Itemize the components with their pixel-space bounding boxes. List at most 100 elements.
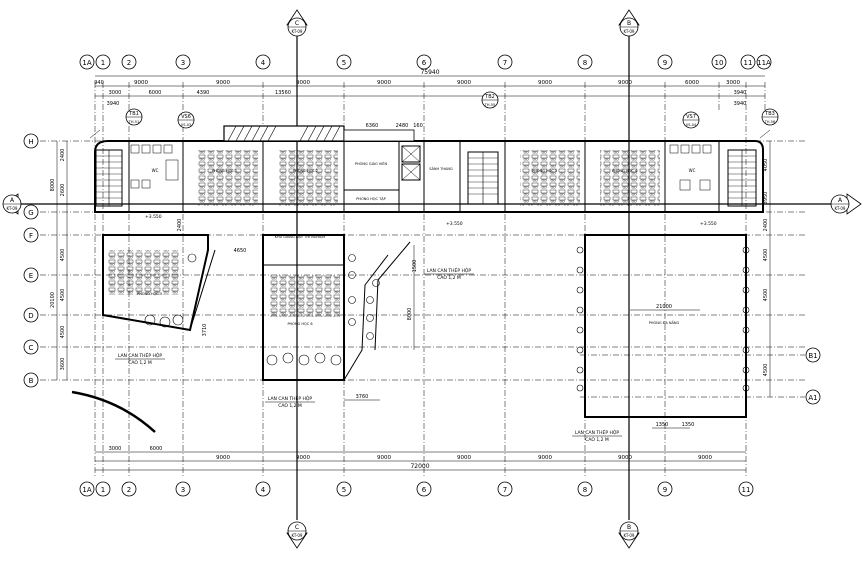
right-dim: 4500: [763, 364, 769, 377]
top-span: 9000: [618, 80, 632, 86]
hatched-roof-block: [223, 125, 345, 142]
tag-vs7: VS7 VS-04: [682, 111, 700, 129]
level-mark: +3.550: [145, 214, 162, 220]
top-span: 9000: [377, 80, 391, 86]
left-dim: 3600: [60, 358, 66, 371]
grid-bubble-label: 1A: [82, 59, 91, 67]
section-letter: A: [10, 197, 15, 204]
bottom-dimensions: 3000 6000 9000 9000 9000 9000 9000 9000 …: [95, 446, 746, 471]
section-marker-c-bottom: C KT-09: [286, 521, 308, 549]
section-letter: A: [838, 197, 843, 204]
grid-bubble-label: 9: [663, 59, 667, 67]
wc-label: WC: [152, 168, 159, 173]
railing-note-3: LAN CAN THÉP HỘP CAO 1,2 M: [424, 266, 474, 281]
level-marks: +3.550 +3.550 +3.550: [145, 214, 717, 227]
stair-left: [95, 149, 123, 207]
classroom-desks: [108, 150, 660, 317]
row-bubbles-right: B1 A1: [805, 347, 821, 405]
room-label: PHÒNG GIÁO VIÊN: [355, 161, 388, 166]
left-dim: 4500: [60, 249, 66, 262]
room-label: PHÒNG HỌC 2: [293, 168, 318, 173]
section-sheet: KT-09: [292, 29, 303, 34]
grid-bubble-label: 8: [583, 59, 587, 67]
room-label: KHU GIẢNG DẠY THÍ NGHIỆM: [275, 234, 326, 239]
grid-bubble-label: D: [28, 312, 33, 320]
left-dim: 4500: [60, 326, 66, 339]
room-label: PHÒNG HỌC 5: [137, 291, 162, 296]
interior-dim: 3760: [356, 394, 369, 400]
bottom-column-bubbles: 1A 1 2 3 4 5 6 7 8 9 11: [79, 481, 754, 497]
room-label: SẢNH THANG: [429, 166, 453, 171]
grid-bubble-label: 1A: [82, 486, 91, 494]
railing-note-2: LAN CAN THÉP HỘP CAO 1,2 M: [265, 394, 315, 409]
railing-line2: CAO 1,2 M: [585, 437, 609, 443]
stair-right: [727, 149, 757, 207]
corner-marks: [89, 129, 771, 139]
right-dim: 4050: [763, 159, 769, 172]
top-span: 9000: [296, 80, 310, 86]
room-labels: PHÒNG HỌC 1 PHÒNG HỌC 2 PHÒNG GIÁO VIÊN …: [137, 161, 680, 326]
grid-bubble-label: B: [29, 377, 34, 385]
tag-tb2: TB2 TH-55: [481, 91, 499, 109]
grid-bubble-label: 11: [742, 486, 751, 494]
tag-sheet: VS-04: [686, 123, 697, 127]
grid-bubble-label: 3: [181, 59, 185, 67]
section-sheet: KT-09: [624, 29, 635, 34]
interior-dim: 3710: [202, 324, 208, 337]
north-block-walls: 6360 2480 160: [94, 123, 764, 213]
right-dim: 4500: [763, 289, 769, 302]
top-span: 6000: [685, 80, 699, 86]
section-sheet: KT-09: [624, 533, 635, 538]
interior-dim: 2400: [177, 219, 183, 232]
room-label: PHÒNG HỌC TẬP: [356, 196, 386, 201]
upper-block-dim: 6360: [366, 123, 379, 129]
left-dim: 20100: [50, 292, 56, 308]
hall-dim: 1350: [656, 422, 669, 428]
wc-left: WC: [130, 144, 179, 189]
grid-bubble-label: 2: [127, 486, 131, 494]
bottom-total-dim: 72000: [410, 463, 429, 470]
grid-bubble-label: 1: [101, 486, 105, 494]
bottom-span: 9000: [457, 455, 471, 461]
hall-dim: 21000: [656, 304, 672, 310]
railing-note-1: LAN CAN THÉP HỘP CAO 1,2 M: [115, 351, 165, 366]
grid-bubble-label: 5: [342, 486, 346, 494]
left-dim: 4500: [60, 289, 66, 302]
right-dim: 3950: [763, 192, 769, 205]
hall-dim: 1350: [682, 422, 695, 428]
grid-bubble-label: 4: [261, 486, 266, 494]
bottom-span: 9000: [377, 455, 391, 461]
section-sheet: KT-09: [835, 206, 846, 211]
railing-note-4: LAN CAN THÉP HỘP CAO 1,2 M: [572, 428, 622, 443]
curved-site-edge: [71, 390, 156, 433]
grid-bubble-label: 6: [422, 59, 427, 67]
grid-bubble-label: 10: [715, 59, 724, 67]
tag-tb1: TB1 TH-51: [125, 108, 143, 126]
top-total-dim: 75940: [420, 69, 439, 76]
railing-line2: CAO 1,2 M: [128, 360, 152, 366]
tag-vs6: VS6 VS-03: [177, 111, 195, 129]
tag-tb3: TB3 TH-56: [761, 108, 779, 126]
grid-bubble-label: H: [28, 138, 33, 146]
top-sub: 3000: [109, 90, 122, 96]
tag-code: TB1: [128, 111, 139, 117]
section-marker-b-top: B KT-09: [618, 9, 640, 37]
left-dim: 2400: [60, 149, 66, 162]
railing-line1: LAN CAN THÉP HỘP: [427, 266, 472, 274]
bottom-span: 9000: [296, 455, 310, 461]
grid-bubble-label: E: [29, 272, 33, 280]
interior-dim: 8000: [407, 308, 413, 321]
section-sheet: KT-09: [292, 533, 303, 538]
level-mark: +3.550: [446, 221, 463, 227]
grid-bubble-label: 5: [342, 59, 346, 67]
section-letter: C: [295, 20, 299, 27]
upper-block-dim: 2480: [396, 123, 409, 129]
wc-right: WC: [669, 144, 712, 191]
sw-wing: [102, 234, 216, 332]
tag-code: VS6: [181, 114, 191, 120]
wc-label: WC: [689, 168, 696, 173]
interior-dimensions: 4650 1500 8000 3760 3710 2400: [177, 219, 418, 401]
room-label: PHÒNG HỌC 6: [287, 321, 312, 326]
railing-line1: LAN CAN THÉP HỘP: [118, 351, 163, 359]
top-span: 9000: [538, 80, 552, 86]
